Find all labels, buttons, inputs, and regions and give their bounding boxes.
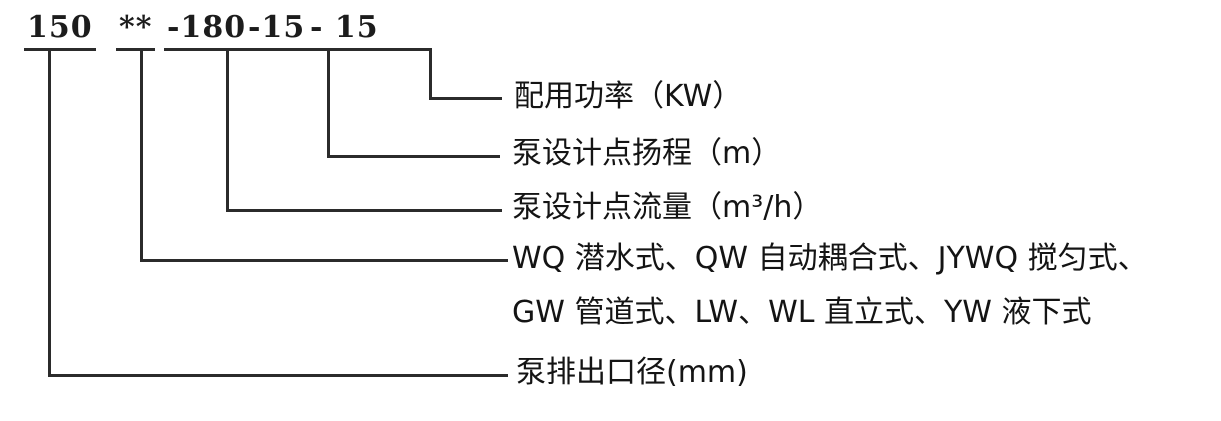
code-segment-type: ** [116,10,156,51]
label-flow: 泵设计点流量（m³/h） [512,190,823,225]
code-segment-diameter: 150 [24,10,96,51]
connector-flow-vline [226,50,229,212]
label-diameter: 泵排出口径(mm) [516,355,748,390]
connector-diameter-vline [48,50,51,377]
label-power: 配用功率（KW） [514,79,743,114]
label-type-line1: WQ 潜水式、QW 自动耦合式、JYWQ 搅匀式、 [512,241,1148,276]
code-segment-flow: -180 [164,10,250,51]
connector-head-hline [327,155,500,158]
code-segment-head: -15 [245,10,309,51]
connector-flow-hline [226,209,502,212]
label-head: 泵设计点扬程（m） [512,136,782,171]
connector-type-vline [140,50,143,262]
connector-head-vline [327,50,330,158]
connector-power-top-hline [370,48,432,51]
code-segment-power: - 15 [307,10,382,51]
connector-diameter-hline [48,374,508,377]
connector-type-hline [140,259,508,262]
label-type-line2: GW 管道式、LW、WL 直立式、YW 液下式 [512,295,1092,330]
connector-power-hline [429,97,502,100]
connector-power-vline [429,48,432,100]
